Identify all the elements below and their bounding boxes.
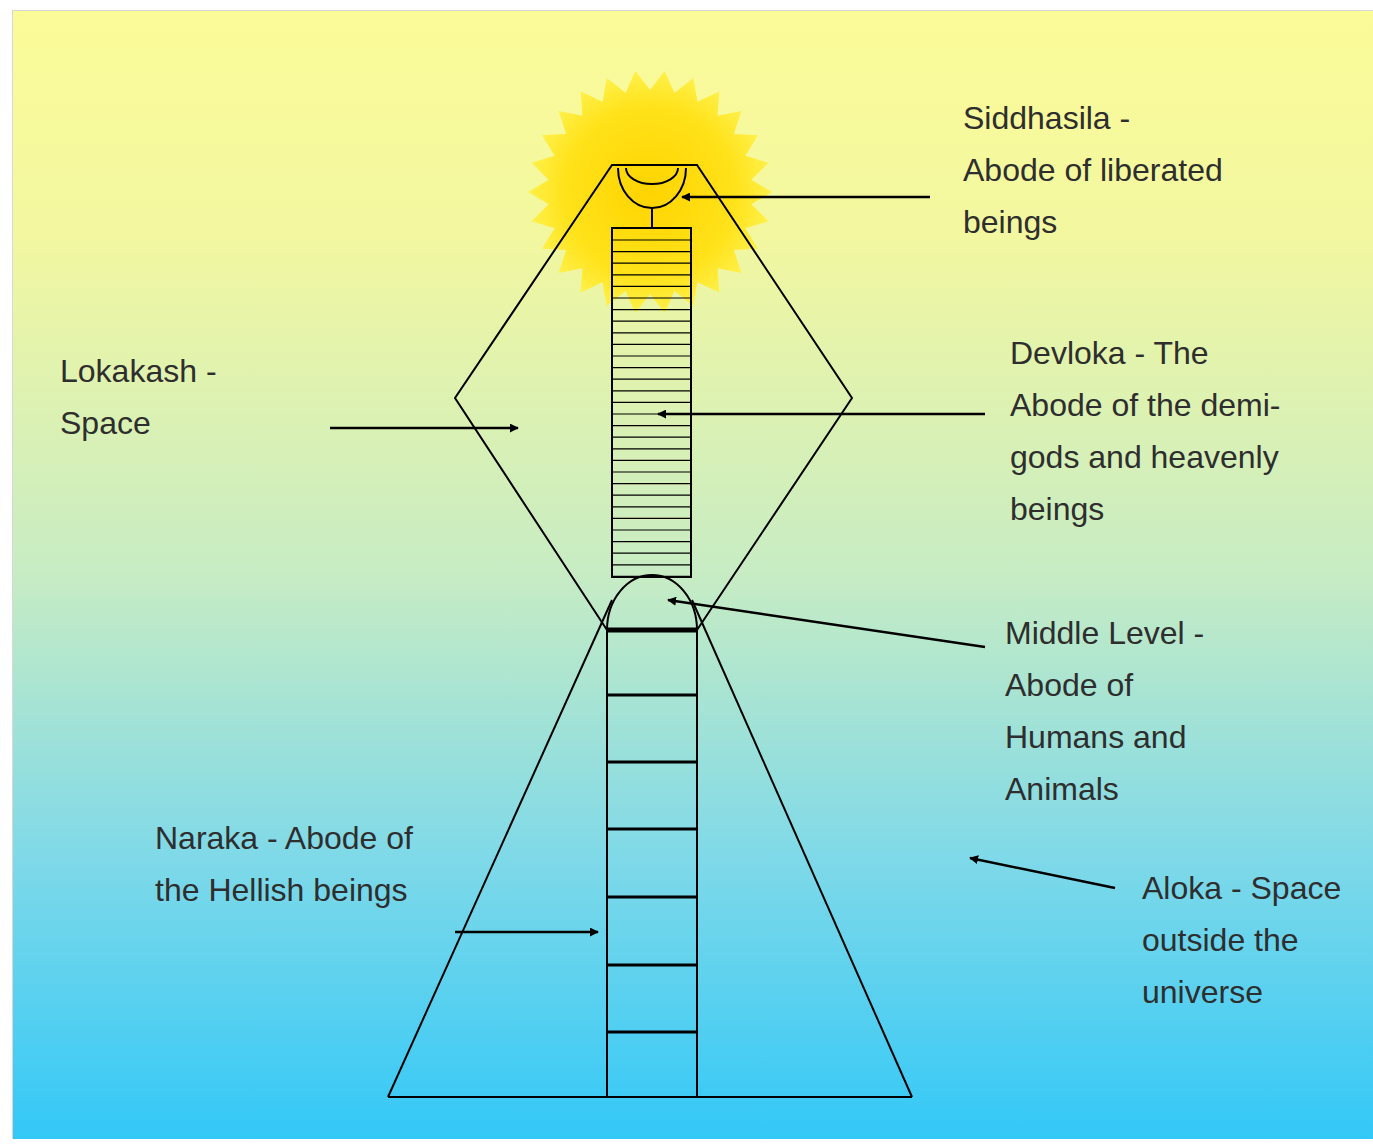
heaven-level-line xyxy=(612,297,691,298)
middle-level-label: Middle Level - Abode of Humans and Anima… xyxy=(1005,607,1237,815)
heaven-level-line xyxy=(612,553,691,554)
heaven-level-line xyxy=(612,355,691,356)
heaven-level-line xyxy=(612,379,691,380)
heaven-level-line xyxy=(612,309,691,310)
sun-burst xyxy=(528,71,772,313)
heaven-level-line xyxy=(612,529,691,530)
heaven-level-line xyxy=(612,564,691,565)
heaven-level-line xyxy=(612,251,691,252)
siddhasila-label: Siddhasila - Abode of liberated beings xyxy=(963,92,1225,248)
heaven-level-line xyxy=(612,286,691,287)
heaven-level-line xyxy=(612,506,691,507)
heaven-level-line xyxy=(612,344,691,345)
heaven-level-line xyxy=(612,263,691,264)
heaven-level-line xyxy=(612,274,691,275)
devloka-label: Devloka - The Abode of the demi-gods and… xyxy=(1010,327,1285,535)
heaven-level-line xyxy=(612,448,691,449)
heaven-level-line xyxy=(612,471,691,472)
heaven-level-line xyxy=(612,425,691,426)
heaven-level-line xyxy=(612,437,691,438)
heaven-level-line xyxy=(612,402,691,403)
heaven-level-line xyxy=(612,332,691,333)
aloka-label: Aloka - Space outside the universe xyxy=(1142,862,1366,1018)
heaven-level-line xyxy=(612,518,691,519)
heaven-level-line xyxy=(612,495,691,496)
heaven-level-line xyxy=(612,541,691,542)
heaven-level-line xyxy=(612,321,691,322)
naraka-label: Naraka - Abode of the Hellish beings xyxy=(155,812,417,916)
heaven-level-line xyxy=(612,390,691,391)
lokakash-label: Lokakash - Space xyxy=(60,345,280,449)
leader-arrows xyxy=(330,197,1115,932)
heaven-level-line xyxy=(612,483,691,484)
heaven-level-line xyxy=(612,460,691,461)
heaven-level-line xyxy=(612,239,691,240)
universe-outline xyxy=(388,165,912,1097)
heaven-level-line xyxy=(612,367,691,368)
